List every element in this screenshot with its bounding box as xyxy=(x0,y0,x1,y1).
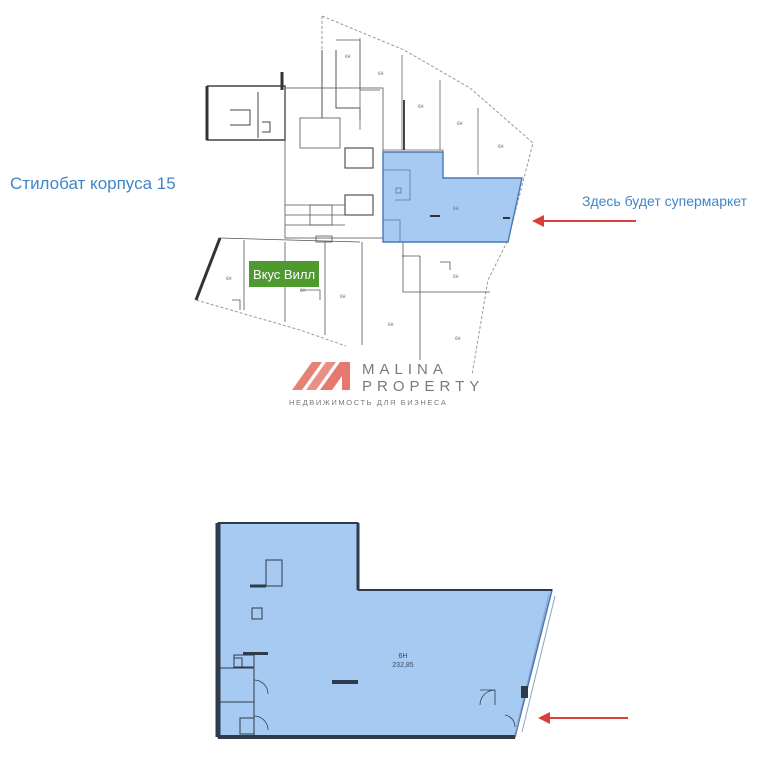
unit-area[interactable] xyxy=(217,522,553,738)
glazed-facade xyxy=(515,593,556,733)
overview-plan: 6Н 6Н 6Н 6Н 6Н 6Н 6Н 6Н 6Н 6Н 6Н 6Н xyxy=(194,15,534,376)
svg-text:6Н: 6Н xyxy=(457,121,463,126)
arrow-left-icon xyxy=(538,712,628,724)
logo-name-line1: MALINA xyxy=(362,361,448,378)
svg-text:6Н: 6Н xyxy=(378,71,384,76)
svg-text:6Н: 6Н xyxy=(226,276,232,281)
svg-text:6Н: 6Н xyxy=(418,104,424,109)
logo-name-line2: PROPERTY xyxy=(362,378,484,395)
svg-text:6Н: 6Н xyxy=(455,336,461,341)
overview-supermarket-details xyxy=(383,169,510,242)
svg-text:6Н: 6Н xyxy=(388,322,394,327)
supermarket-note: Здесь будет супермаркет xyxy=(582,193,748,209)
unit-interior xyxy=(218,559,516,735)
central-core xyxy=(284,39,384,243)
facade-column xyxy=(521,686,528,698)
left-annex xyxy=(205,72,286,141)
svg-text:6Н: 6Н xyxy=(345,54,351,59)
unit-walls xyxy=(215,522,552,739)
lower-left-shops xyxy=(194,237,361,335)
arrow-left-icon xyxy=(532,215,636,227)
building-title: Стилобат корпуса 15 xyxy=(10,174,176,193)
svg-text:6Н: 6Н xyxy=(340,294,346,299)
tenant-badge: Вкус Вилл xyxy=(249,261,319,287)
unit-area-value: 232,85 xyxy=(392,662,414,669)
overview-unit-labels: 6Н 6Н 6Н 6Н 6Н 6Н 6Н 6Н 6Н 6Н 6Н 6Н xyxy=(226,54,504,341)
malina-logo-icon xyxy=(292,362,350,390)
overview-supermarket-area[interactable] xyxy=(382,151,523,243)
tenant-badge-label: Вкус Вилл xyxy=(253,267,315,282)
svg-text:6Н: 6Н xyxy=(453,206,459,211)
unit-id: 6Н xyxy=(399,653,408,660)
svg-text:6Н: 6Н xyxy=(498,144,504,149)
unit-plan: 6Н 232,85 xyxy=(215,522,556,739)
svg-text:6Н: 6Н xyxy=(300,288,306,293)
logo-tagline: НЕДВИЖИМОСТЬ ДЛЯ БИЗНЕСА xyxy=(289,398,447,407)
lower-right-shops xyxy=(361,241,508,360)
svg-text:6Н: 6Н xyxy=(453,274,459,279)
